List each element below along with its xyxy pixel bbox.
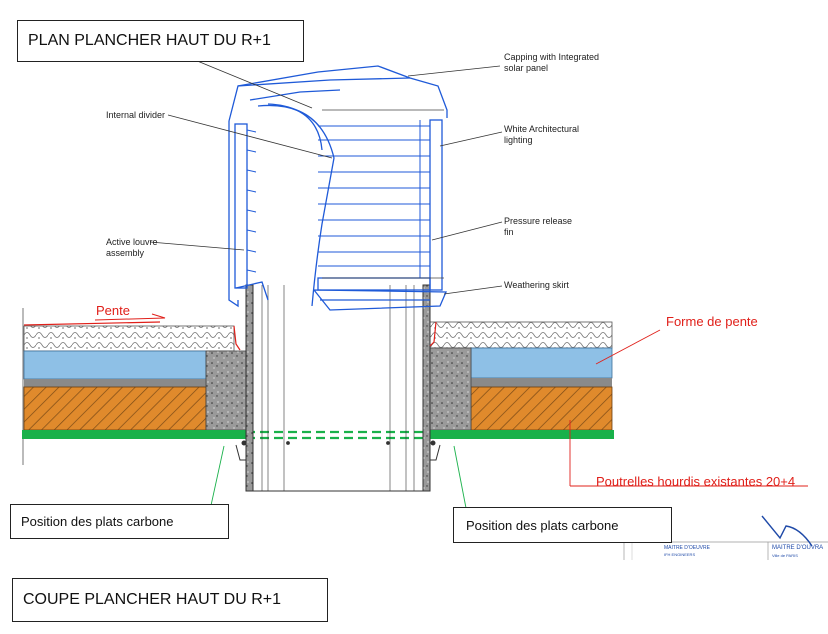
signature-mark (761, 515, 813, 547)
poutrelles-label: Poutrelles hourdis existantes 20+4 (596, 474, 796, 489)
capping-label-2: solar panel (504, 63, 549, 73)
ventilator (228, 65, 448, 311)
leader-lines (149, 57, 503, 295)
title-bottom: COUPE PLANCHER HAUT DU R+1 (12, 578, 328, 622)
maitre-oeuvre: MAITRE D'OEUVRE (664, 545, 710, 551)
capping-label-1: Capping with Integrated (504, 52, 600, 62)
lighting-label-1: White Architectural (504, 124, 580, 134)
maitre-ouvrage: MAITRE D'OUVRA (772, 545, 824, 551)
internal-divider-label: Internal divider (106, 110, 166, 120)
title-top: PLAN PLANCHER HAUT DU R+1 (17, 20, 304, 62)
pente-label: Pente (96, 303, 130, 318)
left-slab (23, 325, 247, 431)
carbone-label-right: Position des plats carbone (453, 507, 672, 543)
carbone-label-left: Position des plats carbone (10, 504, 229, 539)
lighting-label-2: lighting (504, 135, 533, 145)
pressure-label-2: fin (504, 227, 514, 237)
pressure-label-1: Pressure release (504, 216, 573, 226)
right-slab (429, 321, 613, 431)
louvre-label-2: assembly (106, 248, 145, 258)
weathering-label: Weathering skirt (504, 280, 569, 290)
louvre-blades (318, 120, 430, 278)
pente-arrow (94, 313, 166, 321)
forme-de-pente-label: Forme de pente (666, 314, 758, 329)
maitre-ouvrage-sub: Ville de PARIS (772, 553, 798, 558)
shaft (235, 284, 441, 492)
maitre-oeuvre-sub: IFH ENGINEERS (664, 552, 696, 557)
louvre-label-1: Active louvre (106, 237, 158, 247)
